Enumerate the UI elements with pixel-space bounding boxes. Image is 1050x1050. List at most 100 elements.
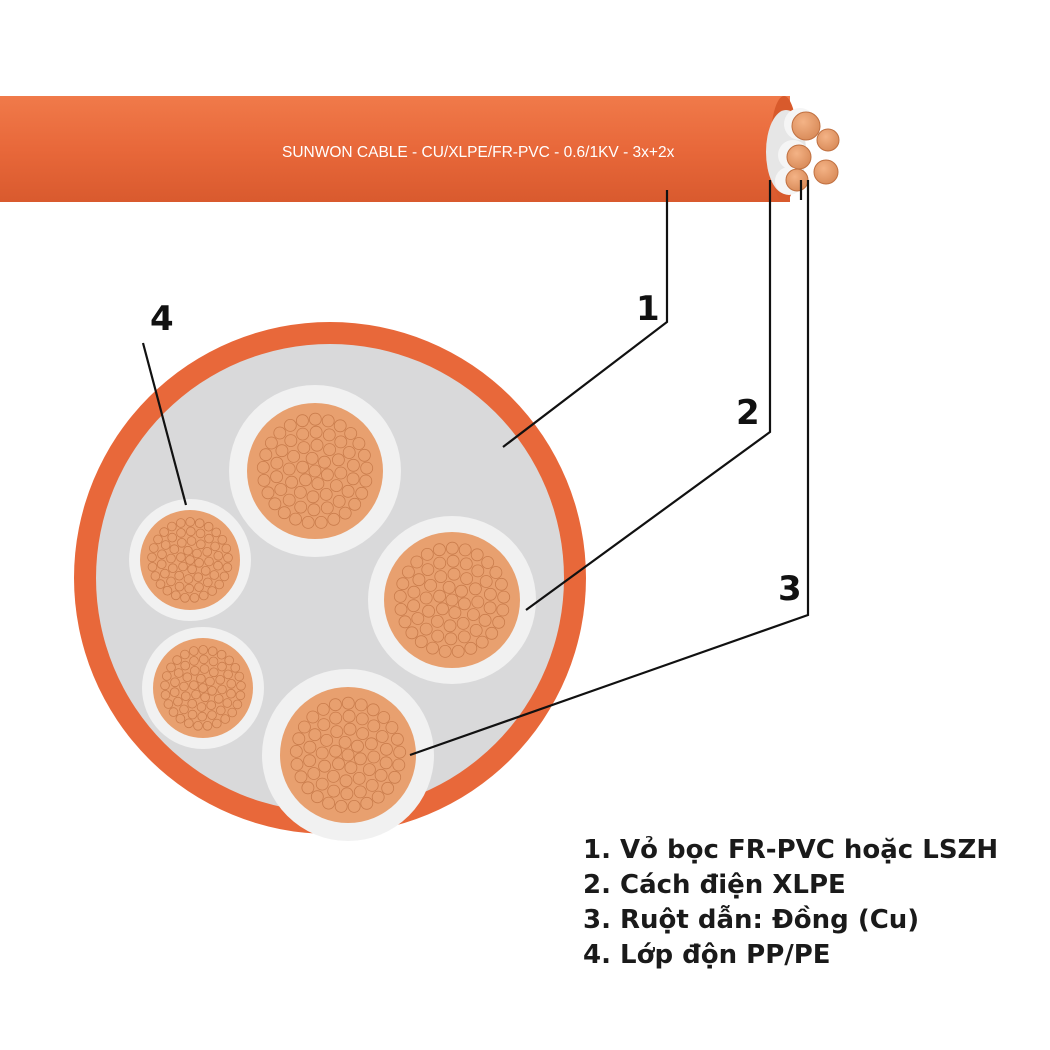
copper-strand <box>377 711 391 724</box>
copper-strand <box>187 564 197 575</box>
copper-strand <box>321 414 335 428</box>
copper-strand <box>447 567 461 581</box>
copper-strand <box>390 732 404 746</box>
copper-strand <box>338 736 352 749</box>
copper-strand <box>185 517 196 527</box>
copper-strand <box>159 527 169 537</box>
copper-strand <box>176 552 186 562</box>
copper-strand <box>274 483 288 496</box>
copper-strand <box>334 466 348 480</box>
copper-strand <box>236 680 246 691</box>
copper-strand <box>411 612 425 625</box>
copper-strand <box>213 560 223 571</box>
copper-strand <box>207 710 217 720</box>
callout-number-1: 1 <box>636 289 660 329</box>
copper-strand <box>199 590 209 601</box>
copper-strand <box>315 746 329 760</box>
copper-strand <box>422 604 436 618</box>
legend-item-sheath: 1. Vỏ bọc FR-PVC hoặc LSZH <box>583 835 999 865</box>
copper-strand <box>217 661 227 672</box>
copper-strand <box>295 414 309 428</box>
copper-strand <box>296 460 310 474</box>
copper-strand <box>190 665 200 676</box>
copper-strand <box>160 568 170 579</box>
copper-strand <box>344 427 358 440</box>
callout-number-2: 2 <box>736 393 760 433</box>
copper-strand <box>458 543 472 557</box>
copper-strand <box>259 448 273 462</box>
copper-strand <box>215 674 226 685</box>
copper-strand <box>442 581 456 594</box>
copper-strand <box>270 470 284 484</box>
copper-strand <box>149 543 159 553</box>
copper-strand <box>306 710 320 724</box>
copper-strand <box>494 577 508 591</box>
copper-strand <box>412 573 426 587</box>
copper-strand <box>339 774 353 788</box>
exposed-core-copper <box>786 144 812 170</box>
copper-strand <box>212 718 222 729</box>
copper-strand <box>407 585 421 599</box>
copper-strand <box>318 455 331 469</box>
copper-strand <box>457 597 471 611</box>
copper-strand <box>481 556 495 569</box>
copper-strand <box>167 521 177 532</box>
copper-strand <box>308 412 322 426</box>
copper-strand <box>430 615 444 628</box>
copper-strand <box>318 759 332 773</box>
copper-strand <box>284 434 298 448</box>
copper-strand <box>156 559 167 569</box>
copper-strand <box>160 540 171 550</box>
copper-strand <box>457 630 471 644</box>
copper-strand <box>306 490 320 504</box>
copper-strand <box>445 593 459 607</box>
copper-strand <box>210 541 220 552</box>
copper-strand <box>184 583 195 594</box>
copper-strand <box>320 501 334 515</box>
copper-strand <box>213 693 224 704</box>
copper-strand <box>489 566 503 579</box>
copper-strand <box>175 713 186 724</box>
copper-strand <box>181 691 191 701</box>
copper-strand <box>167 532 178 543</box>
copper-strand <box>301 516 315 529</box>
copper-strand <box>432 543 446 557</box>
copper-strand <box>226 688 236 699</box>
copper-strand <box>209 667 219 678</box>
copper-strand <box>327 512 341 526</box>
copper-strand <box>322 428 336 442</box>
copper-strand <box>169 544 180 554</box>
cable-print-text: SUNWON CABLE - CU/XLPE/FR-PVC - 0.6/1KV … <box>282 144 675 161</box>
copper-strand <box>310 438 324 452</box>
copper-strand <box>289 512 303 526</box>
copper-strand <box>206 700 217 710</box>
copper-strand <box>316 703 330 716</box>
copper-strand <box>160 680 170 691</box>
copper-strand <box>194 582 204 592</box>
copper-strand <box>297 720 311 734</box>
exposed-core-copper <box>791 111 821 141</box>
copper-strand <box>329 479 343 493</box>
copper-strand <box>334 435 348 449</box>
copper-strand <box>483 601 497 615</box>
exposed-cores <box>775 108 840 195</box>
copper-strand <box>360 461 374 475</box>
copper-strand <box>308 728 322 742</box>
copper-strand <box>344 761 358 774</box>
copper-strand <box>424 579 438 592</box>
copper-strand <box>199 664 210 674</box>
copper-strand <box>320 734 334 747</box>
copper-strand <box>483 587 497 601</box>
copper-strand <box>421 563 435 576</box>
copper-strand <box>357 448 371 462</box>
copper-strand <box>366 703 380 717</box>
copper-strand <box>192 548 202 559</box>
copper-strand <box>217 534 228 545</box>
leader-lines <box>141 180 810 757</box>
copper-strand <box>353 752 367 766</box>
copper-strand <box>314 516 328 529</box>
copper-strand <box>186 536 197 546</box>
copper-strand <box>332 494 346 508</box>
copper-strand <box>342 446 356 459</box>
copper-strand <box>381 781 395 795</box>
